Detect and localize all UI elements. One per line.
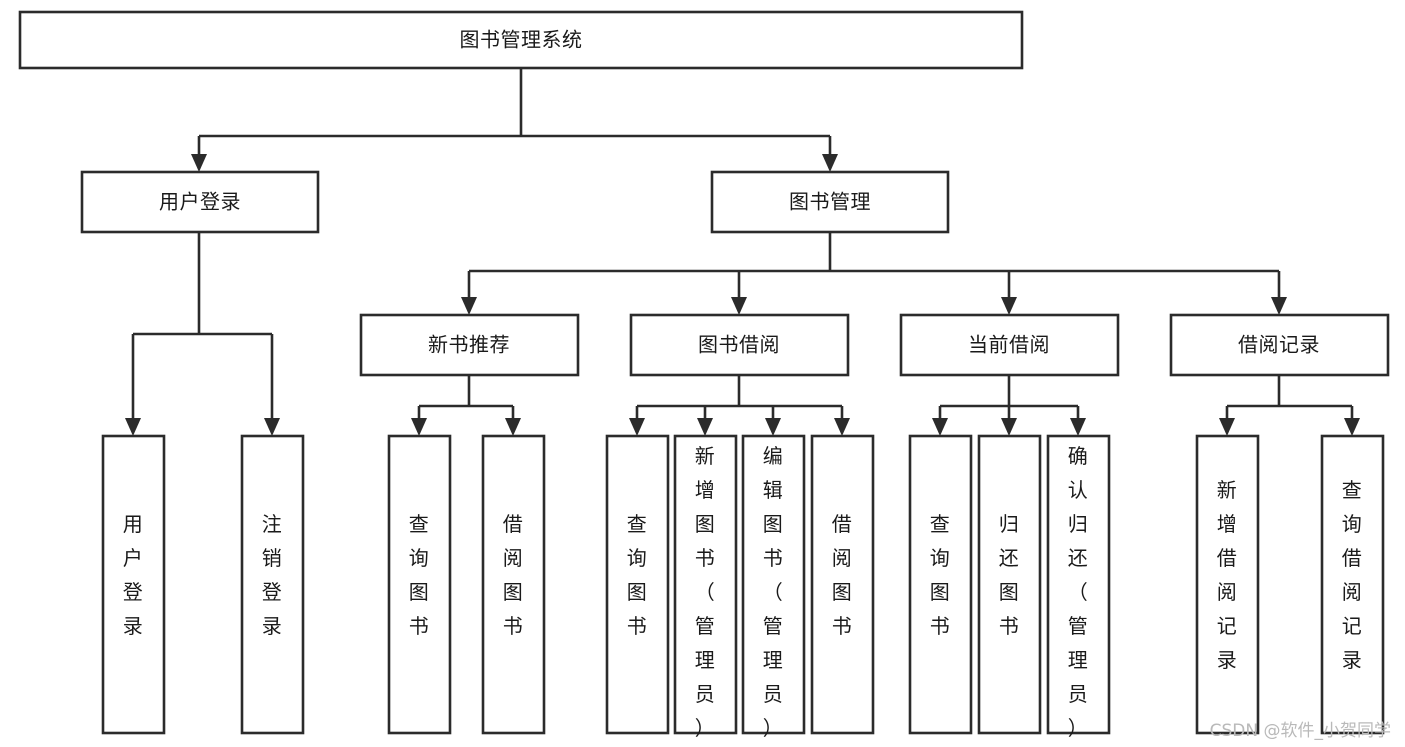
node-leaf-box[interactable] xyxy=(673,434,738,735)
node-leaf-add-borrow-record[interactable]: 新增借阅记录 xyxy=(1195,434,1260,735)
node-book-borrow-label: 图书借阅 xyxy=(698,333,780,357)
node-leaf-edit-book-admin[interactable]: 编辑图书（管理员） xyxy=(741,434,806,740)
node-leaf-box[interactable] xyxy=(741,434,806,735)
node-book-borrow-box[interactable] xyxy=(629,313,850,377)
node-leaf-box[interactable] xyxy=(101,434,166,735)
node-user-login[interactable]: 用户登录 xyxy=(80,170,320,234)
node-leaf-label: 新增借阅记录 xyxy=(1217,478,1238,672)
node-leaf-label: 新增图书（管理员） xyxy=(695,444,716,740)
node-leaf-box[interactable] xyxy=(605,434,670,735)
arrow-head-icon xyxy=(125,418,141,436)
node-current-borrow-box[interactable] xyxy=(899,313,1120,377)
node-leaf-box[interactable] xyxy=(1195,434,1260,735)
arrow-head-icon xyxy=(1001,297,1017,315)
node-book-borrow[interactable]: 图书借阅 xyxy=(629,313,850,377)
arrow-head-icon xyxy=(1344,418,1360,436)
node-new-book-recommend[interactable]: 新书推荐 xyxy=(359,313,580,377)
node-leaf-user-login[interactable]: 用户登录 xyxy=(101,434,166,735)
arrow-head-icon xyxy=(1070,418,1086,436)
node-leaf-label: 借阅图书 xyxy=(503,512,524,638)
node-leaf-box[interactable] xyxy=(387,434,452,735)
node-current-borrow-label: 当前借阅 xyxy=(968,333,1050,357)
node-root[interactable]: 图书管理系统 xyxy=(18,10,1024,70)
node-leaf-add-book-admin[interactable]: 新增图书（管理员） xyxy=(673,434,738,740)
node-leaf-label: 编辑图书（管理员） xyxy=(763,444,784,740)
node-root-label: 图书管理系统 xyxy=(460,28,583,52)
connector-layer xyxy=(125,68,1360,436)
node-leaf-label: 归还图书 xyxy=(999,512,1020,638)
arrow-head-icon xyxy=(411,418,427,436)
node-leaf-label: 用户登录 xyxy=(123,512,144,638)
node-leaf-label: 注销登录 xyxy=(262,512,283,638)
arrow-head-icon xyxy=(1271,297,1287,315)
arrow-head-icon xyxy=(822,154,838,172)
node-leaf-box[interactable] xyxy=(1320,434,1385,735)
node-leaf-query-borrow-record[interactable]: 查询借阅记录 xyxy=(1320,434,1385,735)
node-new-book-recommend-box[interactable] xyxy=(359,313,580,377)
arrow-head-icon xyxy=(191,154,207,172)
arrow-head-icon xyxy=(629,418,645,436)
node-user-login-label: 用户登录 xyxy=(159,190,241,214)
node-leaf-box[interactable] xyxy=(810,434,875,735)
node-leaf-label: 查询借阅记录 xyxy=(1342,478,1363,672)
arrow-head-icon xyxy=(1001,418,1017,436)
node-leaf-label: 查询图书 xyxy=(627,512,648,638)
arrow-head-icon xyxy=(264,418,280,436)
arrow-head-icon xyxy=(731,297,747,315)
node-leaf-box[interactable] xyxy=(240,434,305,735)
node-leaf-query-book-borrow[interactable]: 查询图书 xyxy=(605,434,670,735)
node-leaf-confirm-return-admin[interactable]: 确认归还（管理员） xyxy=(1046,434,1111,740)
node-current-borrow[interactable]: 当前借阅 xyxy=(899,313,1120,377)
node-leaf-box[interactable] xyxy=(908,434,973,735)
node-borrow-record[interactable]: 借阅记录 xyxy=(1169,313,1390,377)
node-leaf-query-book-newbook[interactable]: 查询图书 xyxy=(387,434,452,735)
arrow-head-icon xyxy=(932,418,948,436)
node-borrow-record-box[interactable] xyxy=(1169,313,1390,377)
arrow-head-icon xyxy=(834,418,850,436)
node-leaf-borrow-book[interactable]: 借阅图书 xyxy=(810,434,875,735)
node-leaf-query-book-current[interactable]: 查询图书 xyxy=(908,434,973,735)
node-leaf-box[interactable] xyxy=(481,434,546,735)
csdn-watermark: CSDN @软件_小贺同学 xyxy=(1209,721,1391,741)
arrow-head-icon xyxy=(461,297,477,315)
node-book-management[interactable]: 图书管理 xyxy=(710,170,950,234)
node-new-book-recommend-label: 新书推荐 xyxy=(428,333,510,357)
arrow-head-icon xyxy=(1219,418,1235,436)
node-book-management-label: 图书管理 xyxy=(789,190,871,214)
arrow-head-icon xyxy=(505,418,521,436)
node-leaf-label: 确认归还（管理员） xyxy=(1068,444,1089,740)
node-leaf-label: 查询图书 xyxy=(930,512,951,638)
arrow-head-icon xyxy=(697,418,713,436)
node-leaf-label: 借阅图书 xyxy=(832,512,853,638)
node-root-box[interactable] xyxy=(18,10,1024,70)
node-borrow-record-label: 借阅记录 xyxy=(1238,333,1320,357)
node-user-login-box[interactable] xyxy=(80,170,320,234)
node-book-management-box[interactable] xyxy=(710,170,950,234)
node-leaf-logout[interactable]: 注销登录 xyxy=(240,434,305,735)
arrow-head-icon xyxy=(765,418,781,436)
node-leaf-label: 查询图书 xyxy=(409,512,430,638)
node-leaf-box[interactable] xyxy=(1046,434,1111,735)
node-leaf-borrow-book-newbook[interactable]: 借阅图书 xyxy=(481,434,546,735)
node-leaf-return-book[interactable]: 归还图书 xyxy=(977,434,1042,735)
node-leaf-box[interactable] xyxy=(977,434,1042,735)
